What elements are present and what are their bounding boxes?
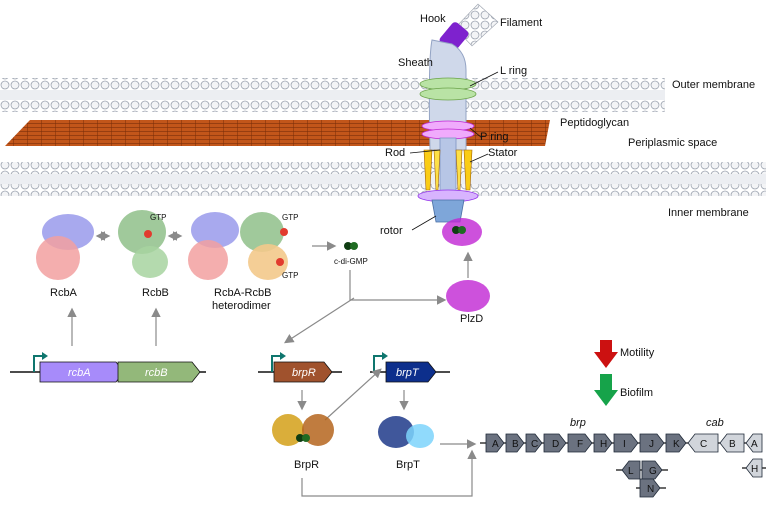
cab-gene-b-10: B <box>719 433 745 453</box>
plzd-label: PlzD <box>460 313 483 325</box>
motility-label: Motility <box>620 347 655 359</box>
rcbb-gene-label: rcbB <box>145 367 168 379</box>
brpr-protein-label: BrpR <box>294 459 319 471</box>
flagellum <box>417 3 499 223</box>
inner-membrane-label: Inner membrane <box>668 207 749 219</box>
plzd-structure <box>446 280 490 312</box>
inner-membrane <box>0 162 766 196</box>
l-ring-label: L ring <box>500 65 527 77</box>
outer-membrane-label: Outer membrane <box>672 79 755 91</box>
filament-label: Filament <box>500 17 542 29</box>
biofilm-label: Biofilm <box>620 387 653 399</box>
brpr-gene <box>273 361 333 383</box>
heterodimer-structure <box>188 212 288 280</box>
brpt-promoter-icon <box>373 352 388 372</box>
cab-gene-a-11: A <box>745 433 763 453</box>
cab-gene-h-label: H <box>751 464 758 475</box>
rod-label: Rod <box>385 147 405 159</box>
brp-gene-i-6: I <box>613 433 639 453</box>
brp-locus-label: brp <box>570 417 586 429</box>
brp-gene-g-label: G <box>649 466 657 477</box>
c-di-gmp-molecule <box>344 242 358 250</box>
brpr-structure <box>272 414 334 446</box>
brp-gene-h-5-label: H <box>600 439 607 450</box>
brp-gene-k-8: K <box>665 433 687 453</box>
brp-gene-c-2: C <box>525 433 543 453</box>
rcba-promoter-icon <box>33 352 48 372</box>
stator-label: Stator <box>488 147 518 159</box>
gtp-label-2: GTP <box>282 271 298 280</box>
brpr-promoter-icon <box>271 352 286 372</box>
rcba-label: RcbA <box>50 287 78 299</box>
brpt-gene-label: brpT <box>396 367 420 379</box>
cab-gene-a-11-label: A <box>751 439 758 450</box>
sheath-label: Sheath <box>398 57 433 69</box>
brp-gene-d-3-label: D <box>552 439 559 450</box>
brp-gene-d-3: D <box>543 433 567 453</box>
brp-gene-j-7-label: J <box>649 439 654 450</box>
peptidoglycan-layer <box>5 120 550 146</box>
rcbb-label: RcbB <box>142 287 169 299</box>
rcba-structure <box>36 214 94 280</box>
brp-gene-i-6-label: I <box>623 439 626 450</box>
brp-gene-a-0: A <box>485 433 505 453</box>
cab-locus-label: cab <box>706 417 724 429</box>
p-ring-label: P ring <box>480 131 509 143</box>
brpr-gene-label: brpR <box>292 367 316 379</box>
plzd-rotor-bound <box>442 218 482 246</box>
brp-gene-k-8-label: K <box>673 439 680 450</box>
brp-gene-a-0-label: A <box>492 439 499 450</box>
cab-gene-c-9-label: C <box>700 439 707 450</box>
biofilm-up-arrow-icon <box>594 374 618 406</box>
rod <box>439 137 457 199</box>
gtp-label-1: GTP <box>282 213 298 222</box>
brp-gene-l: L <box>621 460 641 480</box>
hook-label: Hook <box>420 13 446 25</box>
stator <box>423 149 473 191</box>
brp-gene-h-5: H <box>593 433 613 453</box>
rcbb-structure <box>118 210 168 278</box>
heterodimer-label-line1: RcbA-RcbB <box>214 287 271 299</box>
rcbb-gene <box>117 361 201 383</box>
motility-down-arrow-icon <box>594 340 618 368</box>
brp-gene-n-label: N <box>647 484 654 495</box>
heterodimer-label-line2: heterodimer <box>212 300 271 312</box>
brpt-protein-label: BrpT <box>396 459 420 471</box>
brp-gene-n: N <box>639 478 661 498</box>
peptidoglycan-label: Peptidoglycan <box>560 117 629 129</box>
brpt-gene <box>385 361 437 383</box>
cab-gene-h: H <box>745 458 763 478</box>
brp-gene-f-4-label: F <box>577 439 583 450</box>
rotor-label: rotor <box>380 225 403 237</box>
cab-gene-b-10-label: B <box>729 439 736 450</box>
brp-gene-c-2-label: C <box>531 439 538 450</box>
brp-gene-f-4: F <box>567 433 593 453</box>
c-di-gmp-label: c-di-GMP <box>334 257 368 266</box>
periplasmic-space-label: Periplasmic space <box>628 137 717 149</box>
brp-gene-b-1-label: B <box>512 439 519 450</box>
brp-gene-l-label: L <box>628 466 634 477</box>
brp-cab-operon: A B C D F H I J K C B A L G N H <box>480 433 766 498</box>
brpt-structure <box>378 416 434 448</box>
gtp-label-rcbb: GTP <box>150 213 166 222</box>
outer-membrane <box>0 78 665 112</box>
rcba-gene-label: rcbA <box>68 367 91 379</box>
brp-gene-j-7: J <box>639 433 665 453</box>
brp-gene-g: G <box>641 460 663 480</box>
cab-gene-c-9: C <box>687 433 719 453</box>
brp-gene-b-1: B <box>505 433 525 453</box>
